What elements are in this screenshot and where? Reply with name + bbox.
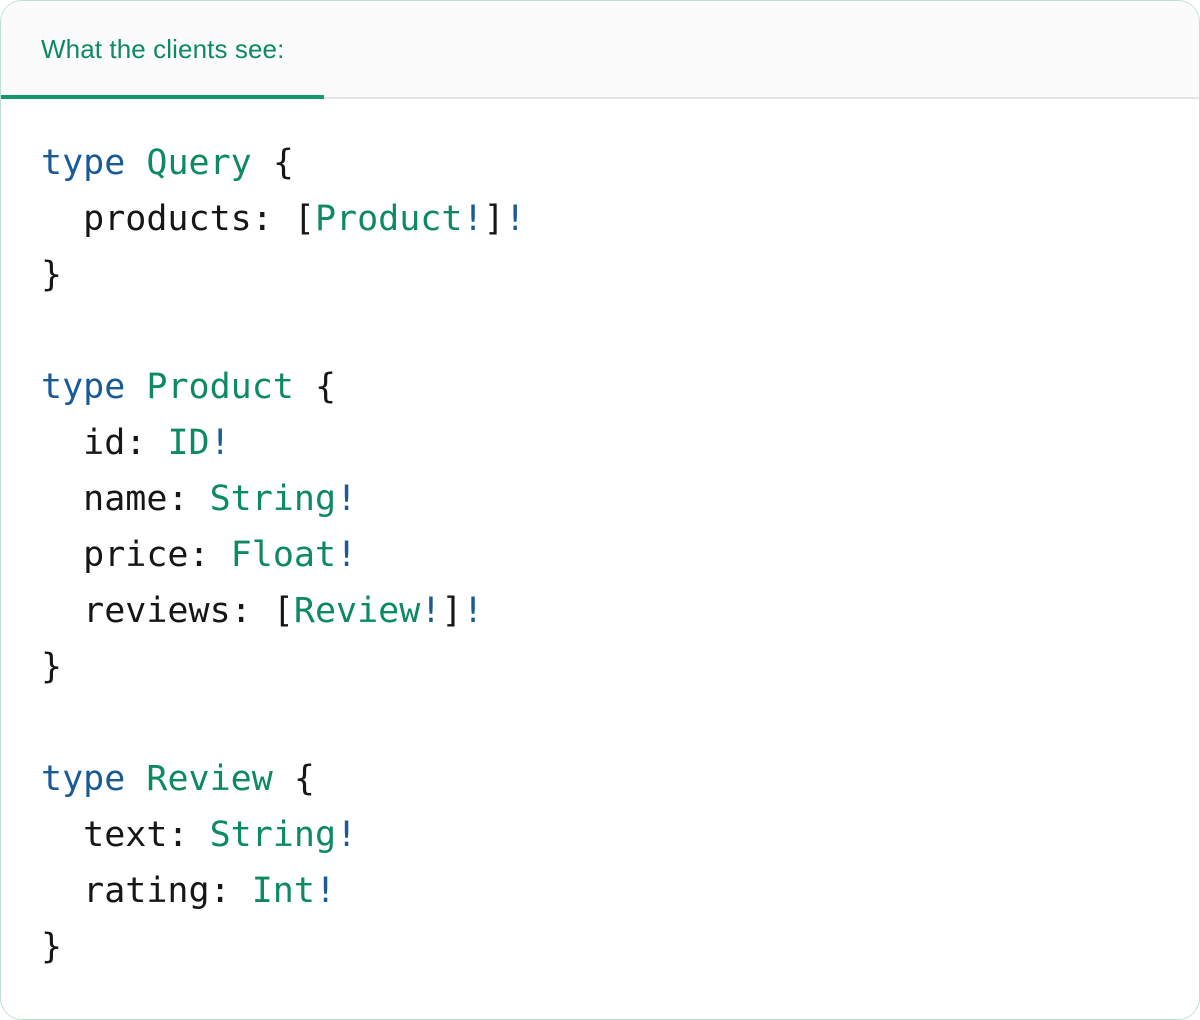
code-line: type Review { — [41, 751, 1199, 807]
code-line: products: [Product!]! — [41, 191, 1199, 247]
code-line: } — [41, 247, 1199, 303]
code-token-field: rating — [41, 871, 210, 911]
code-token-bang: ! — [314, 871, 337, 911]
code-token-punc: : — [209, 871, 252, 911]
code-token-type: String — [209, 815, 337, 855]
code-token-punc: } — [41, 927, 63, 967]
code-token-punc: [ — [293, 199, 315, 239]
code-line — [41, 695, 1199, 751]
code-token-punc: } — [41, 647, 63, 687]
code-token-punc: : — [167, 815, 210, 855]
tab-active-underline — [1, 95, 325, 99]
code-token-type: Float — [230, 535, 337, 575]
code-token-kw: type — [41, 143, 126, 183]
code-token-punc: : — [125, 423, 168, 463]
code-token-punc: { — [272, 143, 294, 183]
code-token-bang: ! — [462, 199, 484, 239]
code-line: name: String! — [41, 471, 1199, 527]
code-token-punc: : — [230, 591, 273, 631]
code-token-punc: } — [41, 255, 63, 295]
code-token-plain — [125, 367, 146, 407]
code-area: type Query { products: [Product!]! } typ… — [1, 99, 1199, 1019]
graphql-schema-code[interactable]: type Query { products: [Product!]! } typ… — [41, 135, 1199, 975]
code-token-punc: { — [314, 367, 337, 407]
code-token-plain — [125, 759, 146, 799]
tab-clients-view[interactable]: What the clients see: — [1, 1, 325, 99]
code-token-type: String — [209, 479, 337, 519]
code-line: rating: Int! — [41, 863, 1199, 919]
code-token-type: Int — [251, 871, 315, 911]
code-token-field: price — [41, 535, 189, 575]
code-token-bang: ! — [504, 199, 526, 239]
code-token-field: text — [41, 815, 168, 855]
code-token-punc: : — [251, 199, 294, 239]
code-token-plain — [252, 143, 273, 183]
code-token-plain — [273, 759, 294, 799]
code-line: price: Float! — [41, 527, 1199, 583]
code-token-bang: ! — [420, 591, 442, 631]
code-line — [41, 303, 1199, 359]
code-token-punc: : — [188, 535, 231, 575]
code-token-kw: type — [41, 759, 126, 799]
tab-bar: What the clients see: — [1, 1, 1199, 99]
code-token-type: Query — [146, 143, 252, 183]
code-token-bang: ! — [209, 423, 231, 463]
code-token-punc: : — [167, 479, 210, 519]
code-token-type: Product — [314, 199, 463, 239]
code-token-type: Review — [293, 591, 421, 631]
code-line: type Product { — [41, 359, 1199, 415]
code-token-type: Product — [146, 367, 294, 407]
code-token-bang: ! — [336, 535, 358, 575]
code-token-punc: { — [293, 759, 315, 799]
code-line: id: ID! — [41, 415, 1199, 471]
code-line: type Query { — [41, 135, 1199, 191]
code-token-field: name — [41, 479, 168, 519]
code-line: } — [41, 639, 1199, 695]
code-token-field: reviews — [41, 591, 231, 631]
tab-label: What the clients see: — [41, 33, 285, 64]
code-token-type: Review — [146, 759, 273, 799]
code-token-plain — [294, 367, 315, 407]
code-token-bang: ! — [336, 815, 358, 855]
code-token-type: ID — [167, 423, 210, 463]
code-token-punc: [ — [272, 591, 294, 631]
code-token-bang: ! — [336, 479, 358, 519]
code-token-punc: ] — [483, 199, 505, 239]
code-line: reviews: [Review!]! — [41, 583, 1199, 639]
code-token-bang: ! — [462, 591, 484, 631]
code-token-field: products — [41, 199, 252, 239]
code-token-punc: ] — [441, 591, 463, 631]
code-token-kw: type — [41, 367, 126, 407]
code-line: text: String! — [41, 807, 1199, 863]
code-line: } — [41, 919, 1199, 975]
code-token-plain — [125, 143, 146, 183]
code-token-field: id — [41, 423, 126, 463]
